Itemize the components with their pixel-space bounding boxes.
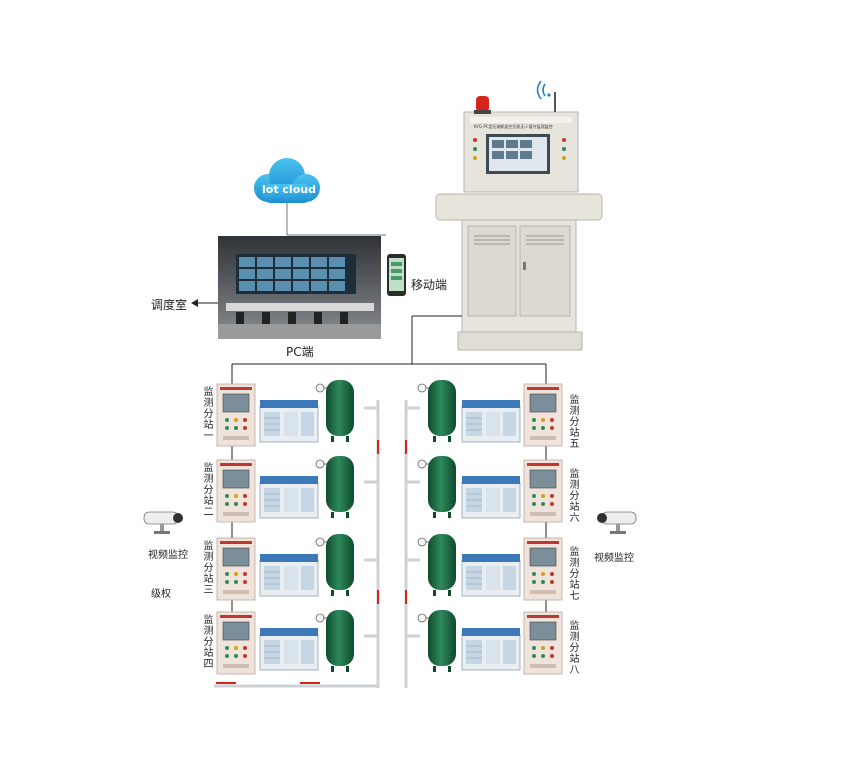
cloud-label: lot cloud <box>262 183 316 196</box>
substation-label-8: 监测分站八 <box>567 620 578 675</box>
substation-label-6: 监测分站六 <box>567 468 578 523</box>
camera-label-left: 视频监控 <box>148 550 188 561</box>
cloud-icon <box>254 158 320 203</box>
camera-label-right: 视频监控 <box>594 553 634 564</box>
dispatch-room-label: 调度室 <box>151 298 188 312</box>
control-room-image <box>218 236 381 339</box>
substation-label-3: 监测分站三 <box>201 540 212 595</box>
substation-label-5: 监测分站五 <box>567 394 578 449</box>
substation-label-2: 监测分站二 <box>201 462 212 517</box>
alarm-light-icon <box>474 96 491 114</box>
level-label: 级权 <box>151 589 171 600</box>
wifi-antenna-icon <box>536 80 556 112</box>
mobile-label: 移动端 <box>411 278 448 292</box>
pc-label: PC端 <box>286 345 314 359</box>
substation-label-4: 监测分站四 <box>201 614 212 669</box>
substation-label-7: 监测分站七 <box>567 546 578 601</box>
console-cabinet <box>435 111 603 351</box>
camera-icon-left <box>143 511 184 535</box>
left-station-equipment <box>216 379 355 675</box>
substation-label-1: 监测分站一 <box>201 386 212 441</box>
camera-icon-right <box>596 511 637 535</box>
mobile-phone-icon <box>387 254 406 296</box>
right-station-equipment <box>417 379 563 675</box>
console-title-plate: KYG-PC型压缩机组空压机无人值守监测监控 <box>474 124 553 129</box>
